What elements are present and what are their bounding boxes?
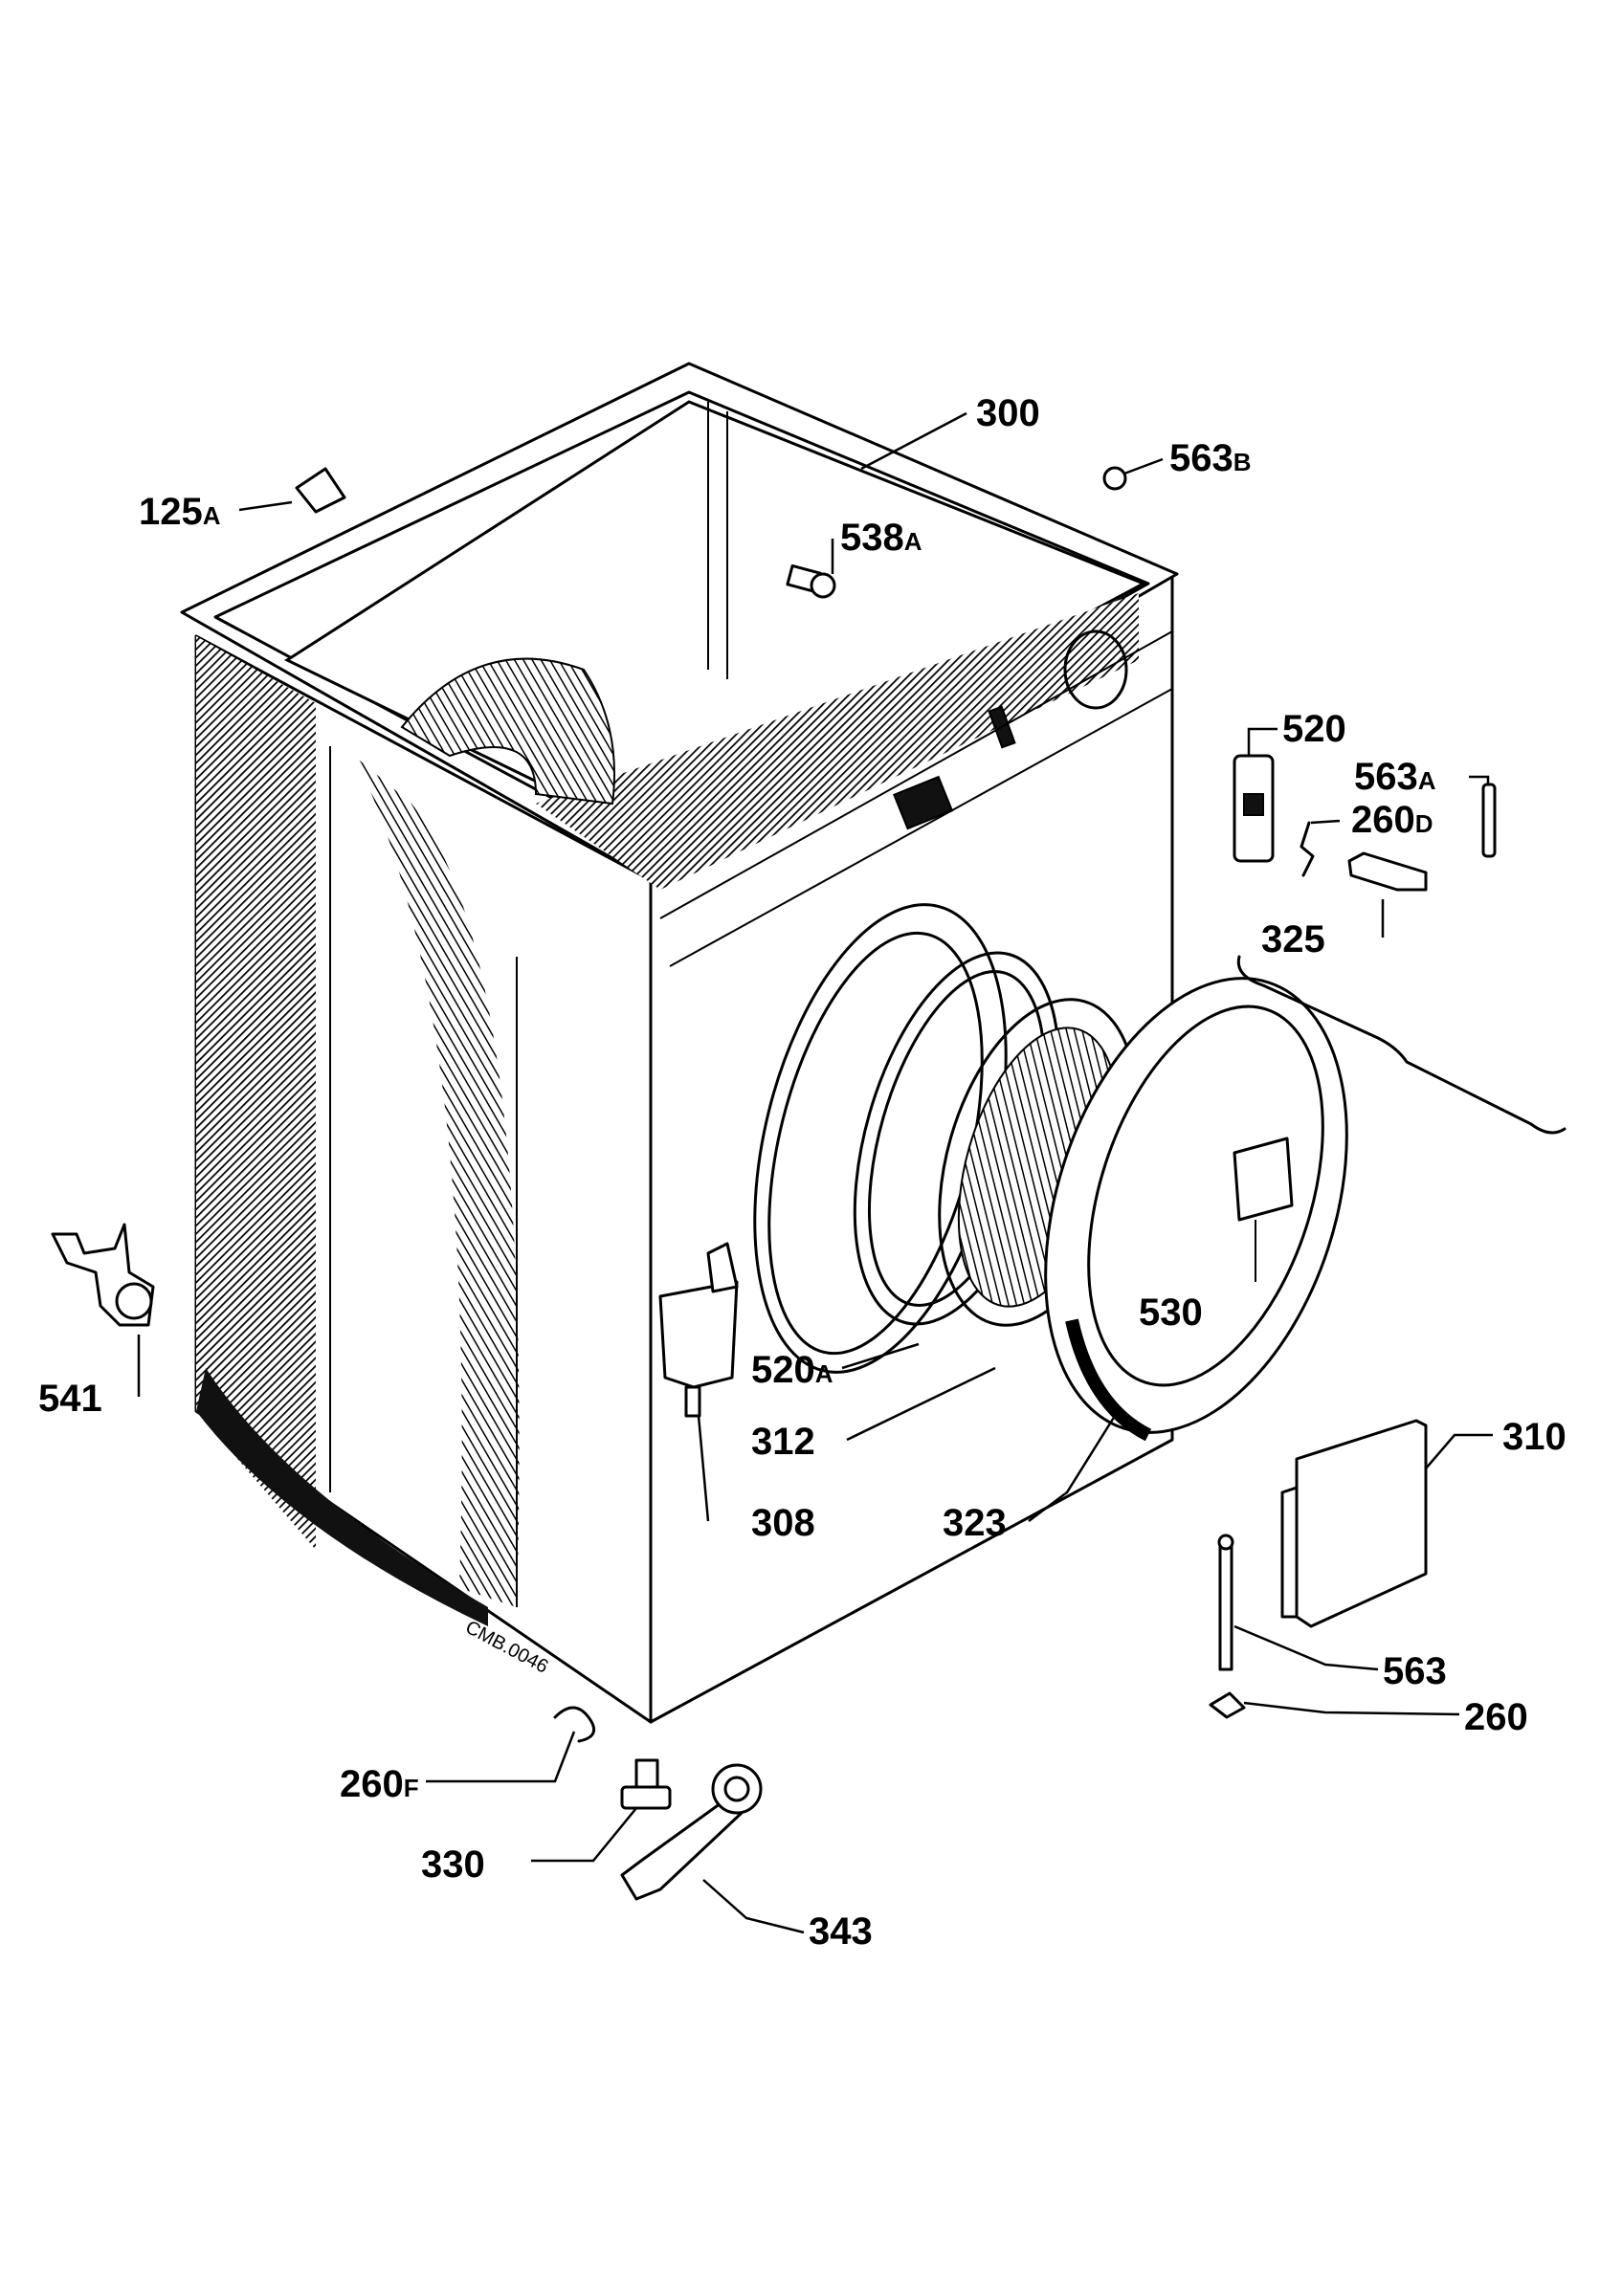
part-563-rod <box>1217 1534 1234 1671</box>
part-308-handle <box>658 1242 739 1418</box>
part-cable <box>1236 955 1566 1135</box>
part-563b-screw <box>1102 466 1127 491</box>
label-563: 563 <box>1383 1650 1447 1692</box>
label-563b: 563B <box>1169 437 1252 479</box>
part-310-cover <box>1280 1419 1428 1628</box>
side-panel-shading <box>196 636 316 1550</box>
label-520: 520 <box>1282 708 1346 750</box>
part-125a-clip <box>295 467 346 514</box>
label-538a: 538A <box>840 517 922 559</box>
label-125a: 125A <box>139 491 221 533</box>
label-330: 330 <box>421 1843 485 1886</box>
part-260d-spring <box>1300 821 1315 877</box>
label-343: 343 <box>809 1910 873 1953</box>
part-541-valve <box>51 1223 155 1327</box>
door-ring-323 <box>1044 977 1348 1442</box>
part-260-spring <box>1209 1691 1246 1719</box>
label-260f: 260F <box>340 1763 419 1805</box>
part-538a-bolt <box>786 563 836 599</box>
part-563a-pin <box>1481 783 1497 858</box>
label-520a: 520A <box>751 1349 833 1391</box>
label-325: 325 <box>1261 918 1325 960</box>
label-312: 312 <box>751 1421 815 1463</box>
label-563a: 563A <box>1354 756 1436 798</box>
part-343-wrench <box>620 1763 763 1901</box>
label-530: 530 <box>1139 1292 1203 1334</box>
label-260d: 260D <box>1351 799 1433 841</box>
label-310: 310 <box>1502 1416 1566 1458</box>
label-308: 308 <box>751 1502 815 1544</box>
label-541: 541 <box>38 1378 102 1420</box>
part-labels: 300 563B 125A 538A 520 563A 260D 325 530… <box>38 392 1566 1953</box>
label-323: 323 <box>943 1502 1007 1544</box>
part-325-lever <box>1347 851 1428 892</box>
cabinet-body: CMB.0046 <box>180 362 1179 1724</box>
label-300: 300 <box>976 392 1040 434</box>
part-260f-clip <box>553 1706 596 1743</box>
door-hinge-530 <box>1233 1137 1294 1282</box>
leader-lines <box>137 411 1493 1934</box>
part-520-hook-plate <box>1233 754 1275 863</box>
part-330-foot <box>620 1758 672 1810</box>
label-260: 260 <box>1464 1696 1528 1738</box>
